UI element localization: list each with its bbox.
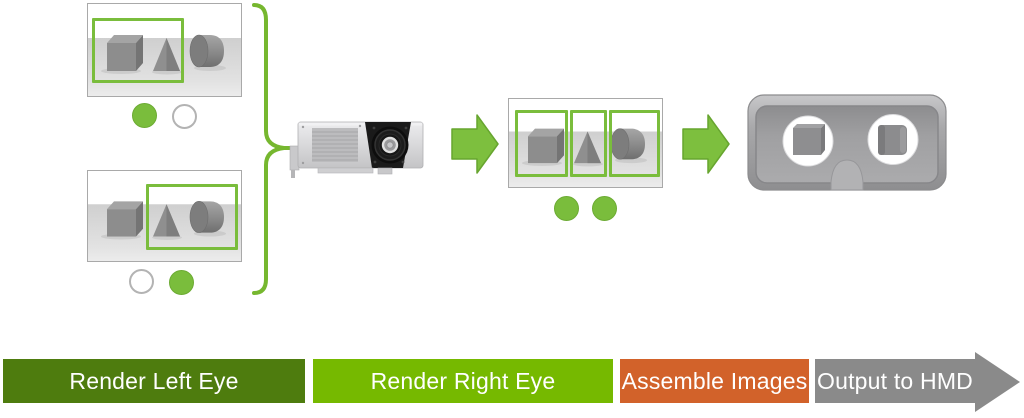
timeline-label: Render Left Eye [69, 368, 239, 394]
gpu-indicator-dot-active [169, 270, 194, 295]
gpu-indicator-dot-active [132, 103, 157, 128]
timeline-segment-render-right-eye: Render Right Eye [313, 359, 613, 403]
gpu-card-icon [289, 121, 424, 178]
gpu-indicator-dot-active [554, 196, 579, 221]
gpu-indicator-dot-active [592, 196, 617, 221]
timeline-segment-output-to-hmd: Output to HMD [815, 359, 975, 403]
timeline-label: Assemble Images [621, 368, 808, 394]
timeline-label: Output to HMD [817, 368, 973, 394]
arrow-right-icon [451, 114, 499, 174]
lens-cylinder-shape [878, 125, 907, 155]
gpu-indicator-dot-inactive [172, 104, 197, 129]
right-eye-highlight-box [146, 184, 238, 250]
timeline-segment-render-left-eye: Render Left Eye [3, 359, 305, 403]
combined-highlight-box-2 [570, 110, 607, 177]
gpu-indicator-dot-inactive [129, 269, 154, 294]
timeline-segment-assemble-images: Assemble Images [620, 359, 809, 403]
arrow-right-icon [682, 114, 730, 174]
combined-highlight-box-3 [609, 110, 660, 177]
timeline-label: Render Right Eye [370, 368, 556, 394]
timeline-arrowhead [975, 352, 1020, 412]
left-eye-scene-panel [87, 3, 242, 97]
hmd-viewer-icon [747, 94, 947, 191]
left-eye-highlight-box [92, 18, 184, 83]
combined-scene-panel [508, 98, 663, 188]
right-eye-scene-panel [87, 170, 242, 262]
combined-highlight-box-1 [515, 110, 568, 177]
lens-cube-shape [793, 124, 825, 155]
